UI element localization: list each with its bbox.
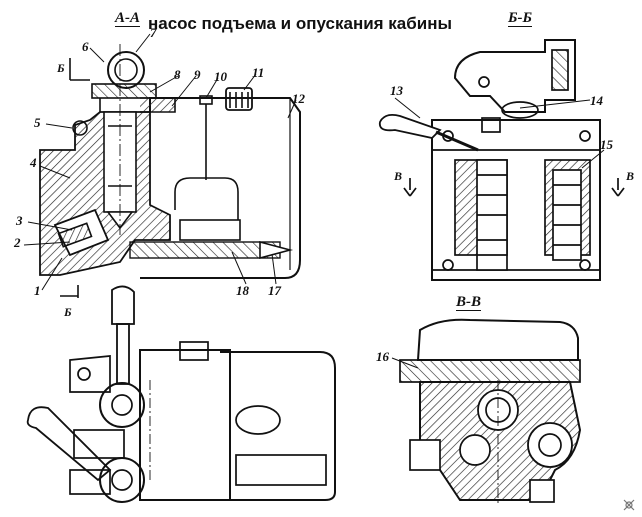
leaders-bb [394,97,605,169]
cut-mark-b-bottom: Б [64,305,72,319]
callout-7: 7 [150,25,157,40]
callout-11: 11 [252,65,265,80]
page-title: насос подъема и опускания кабины [148,14,452,33]
view-aa [39,44,301,298]
callout-10: 10 [214,69,227,84]
callout-12: 12 [292,91,305,106]
callout-14: 14 [590,93,603,108]
section-label-vv: В-В [456,294,482,311]
callout-3: 3 [16,213,23,228]
section-label-bb: Б-Б [508,10,533,27]
callout-18: 18 [236,283,249,298]
callout-6: 6 [82,39,89,54]
view-bb [378,39,625,281]
leaders-aa [23,33,297,291]
callout-1: 1 [34,283,41,298]
callout-13: 13 [390,83,403,98]
callout-17: 17 [268,283,281,298]
section-label-aa: А-А [115,10,141,27]
callout-2: 2 [14,235,21,250]
callout-9: 9 [194,67,201,82]
view-external [26,285,336,503]
leaders-vv [391,357,419,369]
corner-logo-icon [623,499,635,511]
callout-16: 16 [376,349,389,364]
cut-mark-v-right: В [626,169,635,183]
callout-5: 5 [34,115,41,130]
callout-15: 15 [600,137,613,152]
cut-mark-v-left: В [394,169,403,183]
view-vv [399,318,582,505]
callout-8: 8 [174,67,181,82]
callout-4: 4 [30,155,37,170]
cut-mark-b-top: Б [57,61,65,75]
